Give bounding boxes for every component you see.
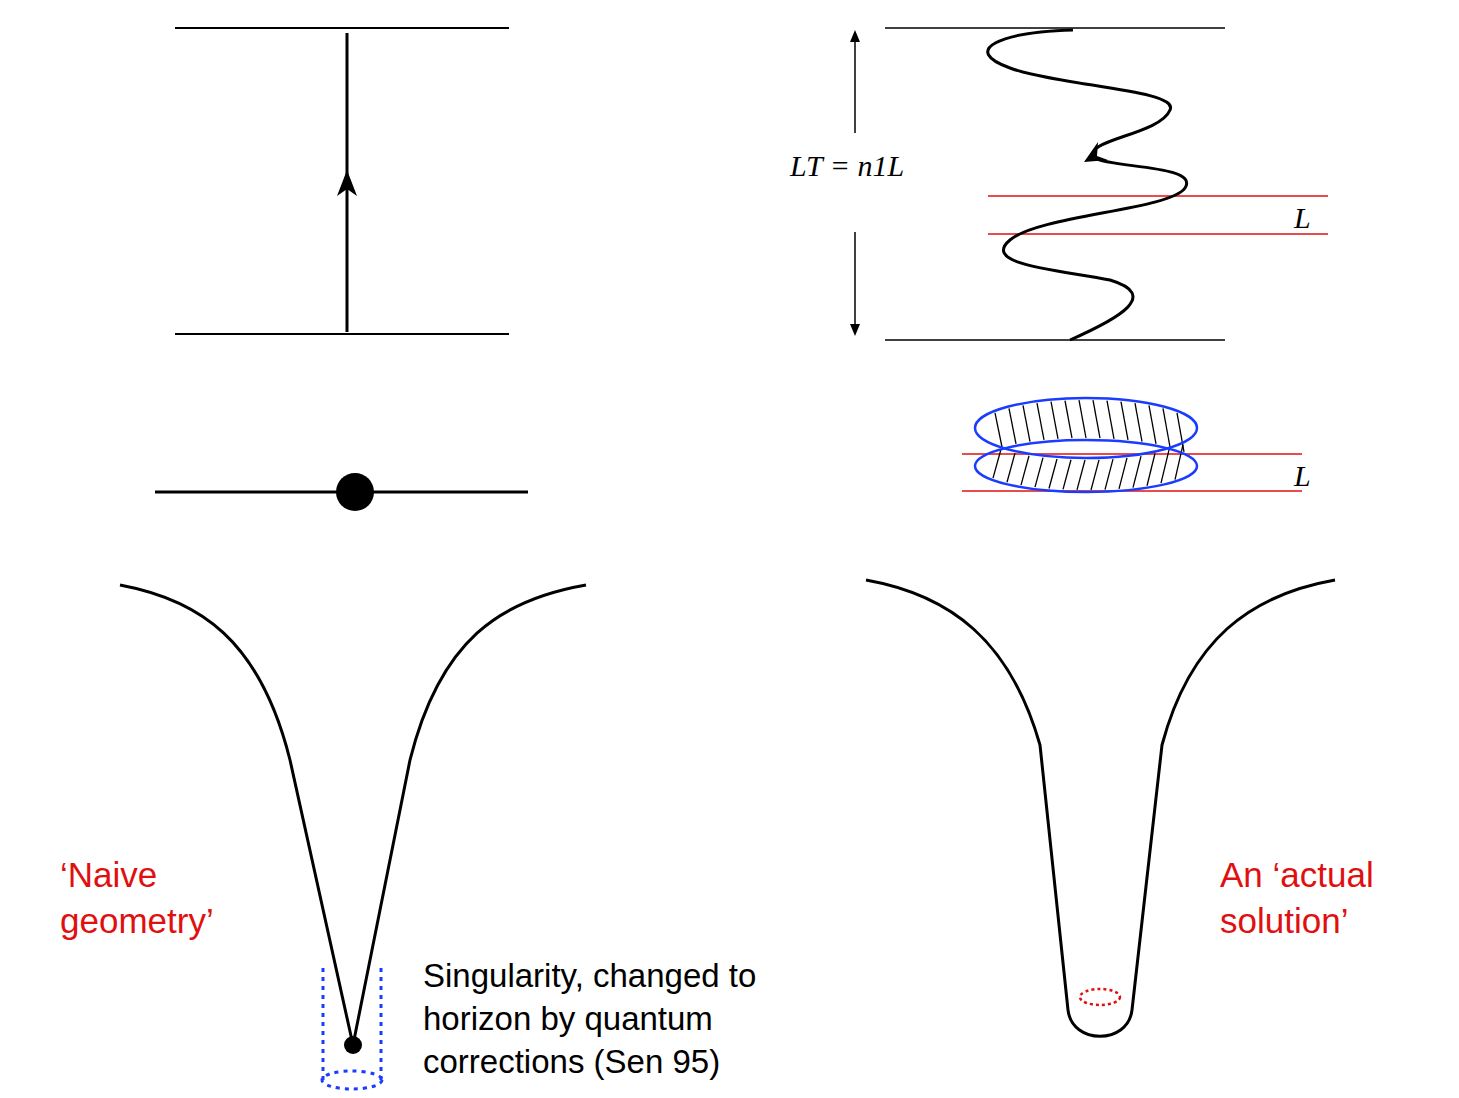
caption-label: ‘Naive geometry’ bbox=[60, 852, 260, 943]
hatch-stroke bbox=[1007, 453, 1015, 482]
hatch-stroke bbox=[1135, 403, 1142, 441]
dimension-arrowhead bbox=[850, 30, 860, 336]
cap-ring bbox=[1080, 989, 1120, 1005]
hatch-stroke bbox=[1093, 400, 1100, 438]
arrowhead bbox=[337, 170, 357, 196]
throat-geometry bbox=[866, 580, 1335, 1036]
hatch-stroke bbox=[1119, 458, 1127, 489]
period-line bbox=[988, 233, 1328, 235]
hatch-stroke bbox=[1079, 400, 1086, 438]
hatch-stroke bbox=[995, 413, 1002, 447]
dimension-label: LT = n1L bbox=[790, 146, 950, 185]
hatch-stroke bbox=[1147, 453, 1155, 485]
horizon-cylinder bbox=[322, 968, 325, 1080]
boundary-line bbox=[885, 339, 1225, 341]
horizon-cylinder bbox=[322, 1071, 382, 1089]
hatch-stroke bbox=[1035, 458, 1043, 487]
ring-edge bbox=[975, 398, 1197, 458]
hatch-stroke bbox=[1063, 460, 1071, 490]
hatch-stroke bbox=[1049, 459, 1057, 489]
hatch-stroke bbox=[1105, 459, 1113, 490]
horizon-cylinder bbox=[380, 968, 383, 1080]
hatch-stroke bbox=[1023, 405, 1030, 441]
hatch-stroke bbox=[1091, 460, 1099, 490]
hatch-stroke bbox=[1077, 460, 1085, 490]
hatch-stroke bbox=[993, 449, 1001, 478]
hatch-stroke bbox=[1051, 402, 1058, 439]
hatch-stroke bbox=[1149, 405, 1156, 444]
dimension-arrow bbox=[854, 232, 856, 328]
singularity-dot bbox=[344, 1036, 362, 1054]
boundary-line bbox=[175, 27, 509, 29]
hatch-stroke bbox=[1121, 402, 1128, 440]
string-curve bbox=[988, 30, 1187, 340]
hatch-stroke bbox=[1161, 450, 1169, 483]
hatch-stroke bbox=[1107, 401, 1114, 439]
hatch-stroke bbox=[1009, 408, 1016, 443]
period-line bbox=[988, 195, 1328, 197]
hatch-stroke bbox=[1037, 403, 1044, 440]
caption-label: An ‘actual solution’ bbox=[1220, 852, 1420, 943]
dimension-arrow bbox=[854, 36, 856, 133]
note-label: Singularity, changed to horizon by quant… bbox=[423, 955, 823, 1084]
hatch-stroke bbox=[1133, 456, 1141, 487]
period-label: L bbox=[1294, 198, 1324, 237]
boundary-line bbox=[885, 27, 1225, 29]
ring-edge bbox=[975, 440, 1197, 492]
period-label: L bbox=[1294, 456, 1324, 495]
point-source bbox=[336, 473, 374, 511]
hatch-stroke bbox=[1163, 408, 1170, 447]
hatch-stroke bbox=[1021, 456, 1029, 485]
boundary-line bbox=[175, 333, 509, 335]
arrowhead bbox=[1084, 142, 1108, 162]
hatch-stroke bbox=[1065, 401, 1072, 439]
